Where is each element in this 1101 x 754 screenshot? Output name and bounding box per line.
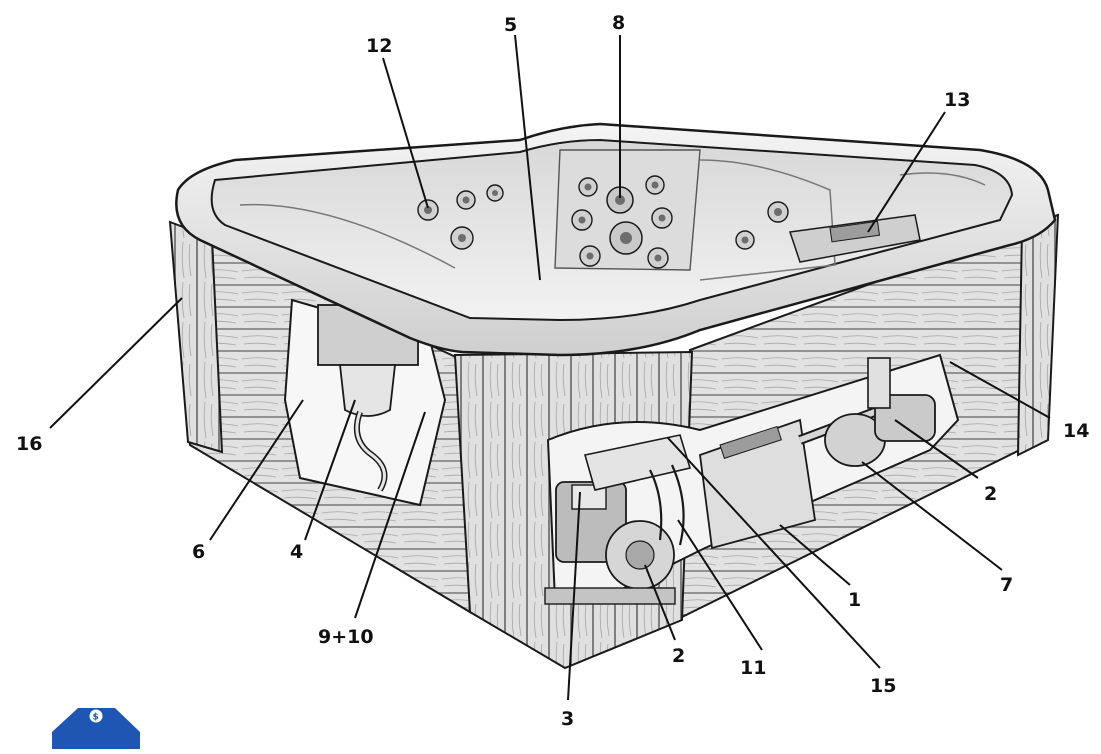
- right-pump-pipe: [867, 357, 891, 409]
- leader-2-right: [894, 419, 979, 479]
- callout-11: 11: [740, 657, 766, 679]
- leader-11: [677, 519, 763, 651]
- leader-7: [861, 461, 1003, 571]
- callout-7: 7: [1000, 574, 1013, 596]
- jet: [417, 199, 439, 221]
- callout-12: 12: [366, 35, 392, 57]
- jet: [651, 207, 673, 229]
- heater-display: [719, 425, 783, 459]
- leader-12: [382, 57, 429, 209]
- leader-6: [209, 399, 304, 541]
- callout-14: 14: [1063, 420, 1089, 442]
- callout-9-10: 9+10: [318, 626, 374, 648]
- leader-5: [514, 34, 541, 281]
- jet: [647, 247, 669, 269]
- filter-cartridge: [338, 364, 397, 417]
- callout-3: 3: [561, 708, 574, 730]
- jet: [767, 201, 789, 223]
- callout-1: 1: [848, 589, 861, 611]
- equipment-base: [544, 587, 676, 605]
- jet: [486, 184, 504, 202]
- leader-4: [304, 399, 356, 541]
- dollar-coin-icon: [89, 709, 103, 723]
- leader-13: [867, 111, 946, 233]
- jet: [571, 209, 593, 231]
- callout-15: 15: [870, 675, 896, 697]
- jet: [609, 221, 643, 255]
- cabinet-right-corner: [1016, 213, 1060, 457]
- jet: [735, 230, 755, 250]
- leader-3: [567, 491, 581, 701]
- jet: [579, 245, 601, 267]
- control-box: [583, 434, 692, 491]
- cables: [649, 464, 685, 546]
- jet: [456, 190, 476, 210]
- callout-16: 16: [16, 433, 42, 455]
- leader-15: [667, 437, 881, 669]
- callout-2-right: 2: [984, 483, 997, 505]
- leader-1: [779, 524, 851, 586]
- jet: [578, 177, 598, 197]
- brand-logo: $: [52, 708, 140, 749]
- leader-16: [49, 297, 183, 429]
- callout-2-left: 2: [672, 645, 685, 667]
- leader-2-left: [644, 564, 676, 641]
- leader-lines: [49, 34, 1051, 701]
- callout-8: 8: [612, 12, 625, 34]
- equipment-bay: [544, 353, 960, 605]
- callout-6: 6: [192, 541, 205, 563]
- logo-glyph: $: [93, 713, 99, 723]
- callout-4: 4: [290, 541, 303, 563]
- callout-labels: 12 5 8 13 14 16 2 6 4 7 1 9+10 2 11 15 3: [16, 12, 1089, 730]
- jets: [417, 175, 789, 269]
- callout-13: 13: [944, 89, 970, 111]
- jet: [450, 226, 474, 250]
- jet: [645, 175, 665, 195]
- callout-5: 5: [504, 14, 517, 36]
- leader-9-10: [354, 411, 426, 619]
- leader-14: [949, 361, 1051, 419]
